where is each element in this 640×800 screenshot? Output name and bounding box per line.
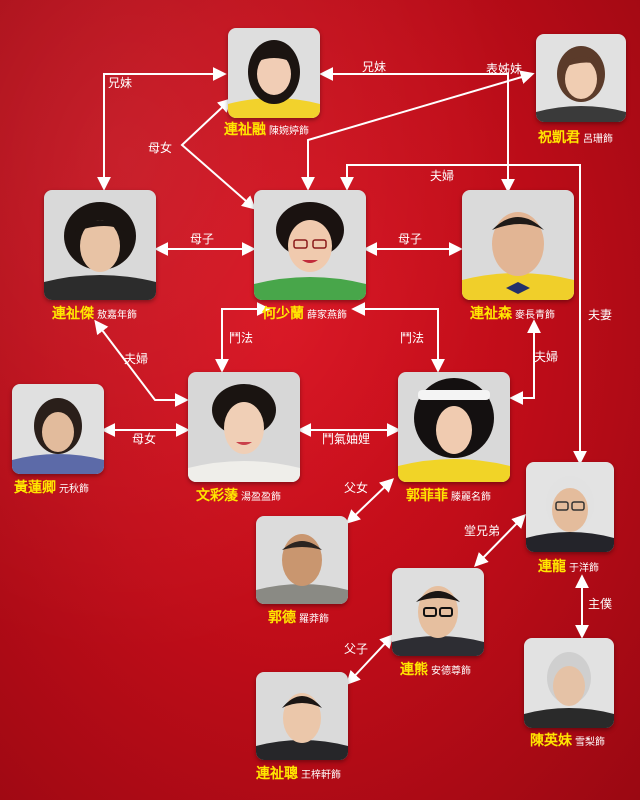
actor-guo-de: 羅莽飾 — [299, 614, 329, 625]
label-lianqing-caiyan-mother-daughter: 母女 — [132, 432, 157, 446]
actor-zhu-kaijun: 呂珊飾 — [583, 134, 613, 145]
portrait-huang-lianqing — [12, 384, 104, 474]
portrait-lian-shisen — [462, 190, 574, 300]
name-chen-yingmei: 陳英妹 — [530, 733, 572, 749]
arrow-shaolan-feifei — [351, 302, 445, 373]
caption-lian-shisen: 連祉森麥長青飾 — [470, 304, 555, 325]
portrait-guo-feifei — [398, 372, 510, 482]
label-xiong-long-cousins: 堂兄弟 — [464, 524, 501, 538]
name-lian-shicong: 連祉聰 — [256, 766, 298, 782]
name-lian-xiong: 連熊 — [400, 662, 428, 678]
name-zhu-kaijun: 祝凱君 — [538, 130, 580, 146]
caption-lian-shijie: 連祉傑敖嘉年飾 — [52, 304, 137, 325]
actor-lian-xiong: 安德尊飾 — [431, 666, 471, 677]
caption-lian-long: 連龍于洋飾 — [538, 557, 599, 578]
label-shaolan-sen-mother-son: 母子 — [398, 232, 423, 246]
caption-lian-shicong: 連祉聰王梓軒飾 — [256, 764, 341, 785]
name-he-shaolan: 何少蘭 — [262, 306, 304, 322]
portrait-lian-shicong — [256, 672, 348, 760]
label-jie-caiyan-couple: 夫婦 — [124, 352, 149, 366]
actor-lian-shirong: 陳婉婷飾 — [269, 126, 309, 137]
portrait-lian-xiong — [392, 568, 484, 656]
label-kaijun-shaolan-cousins: 表姊妹 — [486, 62, 523, 76]
label-shaolan-jie-mother-son: 母子 — [190, 232, 215, 246]
portrait-zhu-kaijun — [536, 34, 626, 122]
label-long-yingmei-master-servant: 主僕 — [588, 597, 613, 611]
arrow-kaijun-shaolan — [301, 70, 535, 191]
name-lian-shisen: 連祉森 — [470, 306, 512, 322]
name-lian-shijie: 連祉傑 — [52, 306, 94, 322]
label-sen-feifei-couple: 夫婦 — [534, 350, 559, 364]
label-shaolan-rong-mother-daughter: 母女 — [148, 141, 173, 155]
name-guo-feifei: 郭菲菲 — [406, 488, 448, 504]
arrow-shaolan-rong — [180, 98, 257, 210]
label-shaolan-caiyan-rivalry: 鬥法 — [229, 331, 254, 345]
label-long-shaolan-couple: 夫婦 — [430, 169, 455, 183]
caption-lian-shirong: 連祉融陳婉婷飾 — [224, 120, 309, 141]
arrow-rong-sen — [319, 67, 515, 193]
label-shaolan-feifei-rivalry: 鬥法 — [400, 331, 425, 345]
name-lian-long: 連龍 — [538, 559, 566, 575]
arrow-xiong-cong — [346, 633, 394, 686]
caption-he-shaolan: 何少蘭薛家燕飾 — [262, 304, 347, 325]
name-guo-de: 郭德 — [268, 610, 296, 626]
arrow-xiong-long — [474, 513, 526, 568]
name-wen-caiyan: 文彩蔆 — [196, 488, 238, 504]
portrait-wen-caiyan — [188, 372, 300, 482]
label-jie-rong-siblings: 兄妹 — [108, 76, 133, 90]
actor-he-shaolan: 薛家燕飾 — [307, 310, 347, 321]
portrait-lian-shirong — [228, 28, 320, 118]
arrow-shaolan-caiyan — [215, 302, 271, 373]
actor-lian-shisen: 麥長青飾 — [515, 310, 555, 321]
label-long-shaolan-spouse: 夫妻 — [588, 308, 613, 322]
portrait-guo-de — [256, 516, 348, 604]
label-xiong-cong-father-son: 父子 — [344, 642, 369, 656]
arrow-long-shaolan — [340, 164, 587, 465]
label-caiyan-feifei-sisters-in-law: 鬥氣妯娌 — [322, 432, 371, 446]
actor-lian-long: 于洋飾 — [569, 563, 599, 574]
arrow-sen-feifei — [509, 319, 541, 405]
name-lian-shirong: 連祉融 — [224, 122, 266, 138]
caption-zhu-kaijun: 祝凱君呂珊飾 — [538, 128, 613, 149]
caption-guo-de: 郭德羅莽飾 — [268, 608, 329, 629]
portrait-lian-shijie — [44, 190, 156, 300]
caption-guo-feifei: 郭菲菲滕麗名飾 — [406, 486, 491, 507]
caption-chen-yingmei: 陳英妹雪梨飾 — [530, 731, 605, 752]
portrait-he-shaolan — [254, 190, 366, 300]
actor-chen-yingmei: 雪梨飾 — [575, 737, 605, 748]
arrow-jie-rong — [97, 67, 227, 191]
arrow-de-feifei — [345, 478, 395, 524]
name-huang-lianqing: 黃蓮卿 — [14, 480, 56, 496]
arrow-jie-caiyan — [94, 319, 189, 407]
portrait-chen-yingmei — [524, 638, 614, 728]
label-de-feifei-father-daughter: 父女 — [344, 481, 369, 495]
actor-wen-caiyan: 湯盈盈飾 — [241, 492, 281, 503]
label-rong-sen-siblings: 兄妹 — [362, 60, 387, 74]
actor-guo-feifei: 滕麗名飾 — [451, 492, 491, 503]
actor-lian-shijie: 敖嘉年飾 — [97, 310, 137, 321]
portrait-lian-long — [526, 462, 614, 552]
actor-huang-lianqing: 元秋飾 — [59, 484, 89, 495]
caption-lian-xiong: 連熊安德尊飾 — [400, 660, 471, 681]
caption-huang-lianqing: 黃蓮卿元秋飾 — [14, 478, 89, 499]
actor-lian-shicong: 王梓軒飾 — [301, 770, 341, 781]
caption-wen-caiyan: 文彩蔆湯盈盈飾 — [196, 486, 281, 507]
